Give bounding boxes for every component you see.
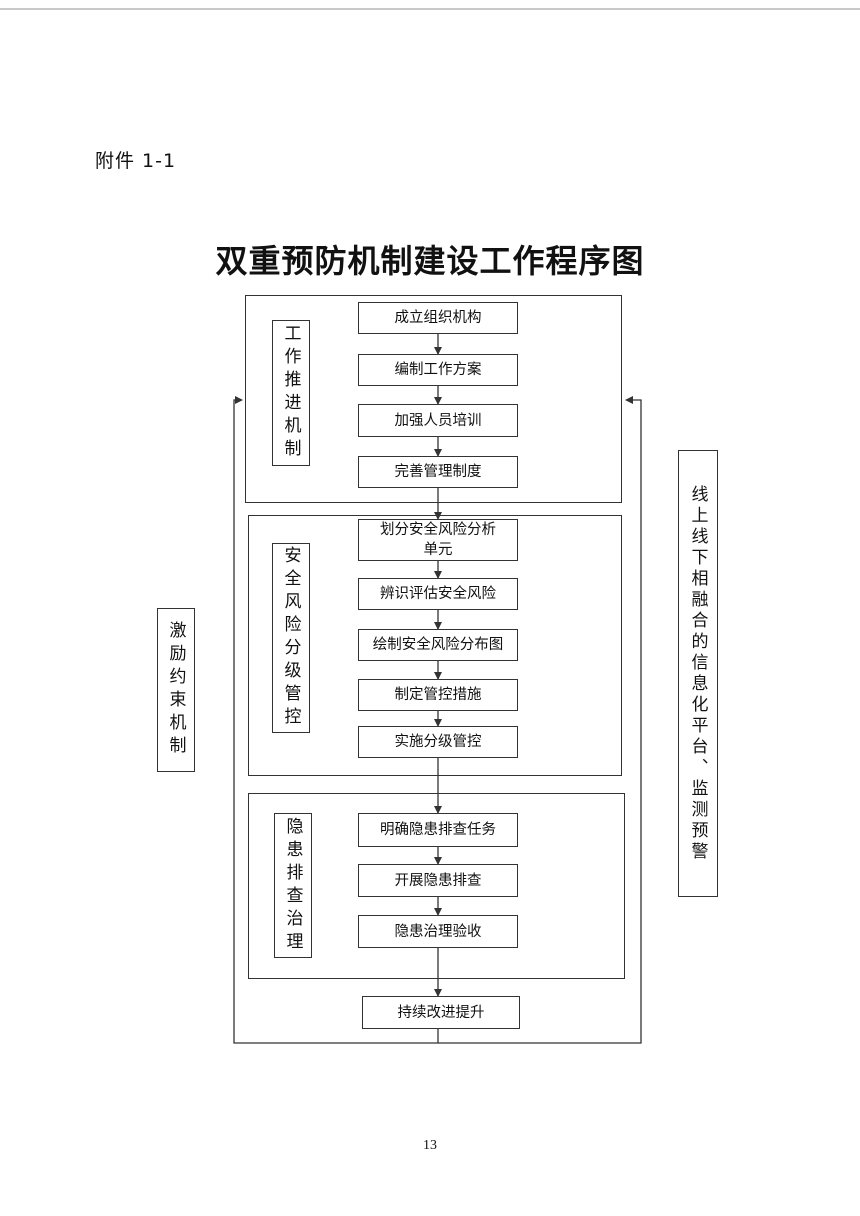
right-side-label-platform: 线上线下相融合的信息化平台、监测预警 (678, 450, 718, 897)
step-box: 成立组织机构 (358, 302, 518, 334)
step-box: 隐患治理验收 (358, 915, 518, 948)
feedback-loop-right (438, 396, 642, 1044)
step-box: 划分安全风险分析单元 (358, 519, 518, 561)
section-label-risk-control: 安全风险分级管控 (272, 543, 310, 733)
section-label-work-mechanism: 工作推进机制 (272, 320, 310, 466)
attachment-label: 附件 1-1 (95, 150, 177, 172)
final-step-box: 持续改进提升 (362, 996, 520, 1029)
section-frame-risk-control (248, 515, 622, 776)
left-side-label-incentive: 激励约束机制 (157, 608, 195, 772)
section-frame-work-mechanism (245, 295, 622, 503)
step-box: 明确隐患排查任务 (358, 813, 518, 847)
step-box: 实施分级管控 (358, 726, 518, 758)
step-box: 开展隐患排查 (358, 864, 518, 897)
step-box: 制定管控措施 (358, 679, 518, 711)
diagram-title: 双重预防机制建设工作程序图 (215, 242, 645, 280)
step-box: 编制工作方案 (358, 354, 518, 386)
step-box: 完善管理制度 (358, 456, 518, 488)
step-box: 辨识评估安全风险 (358, 578, 518, 610)
feedback-loop-left (233, 396, 439, 1044)
section-frame-hazard-treatment (248, 793, 625, 979)
step-box: 绘制安全风险分布图 (358, 629, 518, 661)
page-top-rule (0, 8, 860, 10)
section-label-hazard-treatment: 隐患排查治理 (274, 813, 312, 958)
step-box: 加强人员培训 (358, 404, 518, 437)
page-number: 13 (423, 1138, 437, 1153)
